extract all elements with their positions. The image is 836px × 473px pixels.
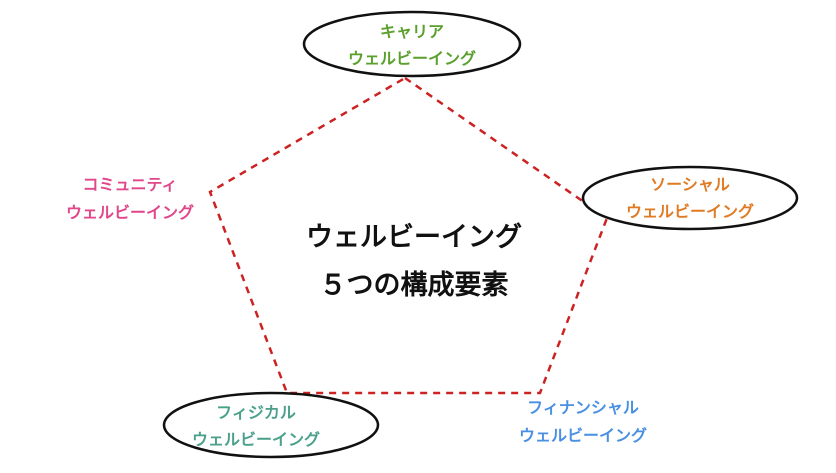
node-physical: フィジカル ウェルビーイング [192,403,320,449]
career-label-line2: ウェルビーイング [348,49,476,68]
physical-label-line2: ウェルビーイング [192,430,320,449]
career-label-line1: キャリア [380,22,444,41]
financial-label-line1: フィナンシャル [527,398,639,417]
social-ellipse [581,165,799,231]
pentagon-outline [208,76,609,395]
social-label-line1: ソーシャル [650,175,730,194]
community-label-line2: ウェルビーイング [66,203,194,222]
center-title-line2: ５つの構成要素 [320,270,509,301]
node-financial: フィナンシャル ウェルビーイング [519,398,647,445]
career-ellipse [302,10,522,78]
community-label-line1: コミュニティ [82,175,177,194]
physical-ellipse [162,391,380,459]
social-label-line2: ウェルビーイング [626,202,754,221]
node-career: キャリア ウェルビーイング [348,22,476,68]
node-social: ソーシャル ウェルビーイング [626,175,754,221]
financial-label-line2: ウェルビーイング [519,426,647,445]
physical-label-line1: フィジカル [216,403,296,422]
center-title-line1: ウェルビーイング [306,221,522,253]
node-community: コミュニティ ウェルビーイング [66,175,194,222]
